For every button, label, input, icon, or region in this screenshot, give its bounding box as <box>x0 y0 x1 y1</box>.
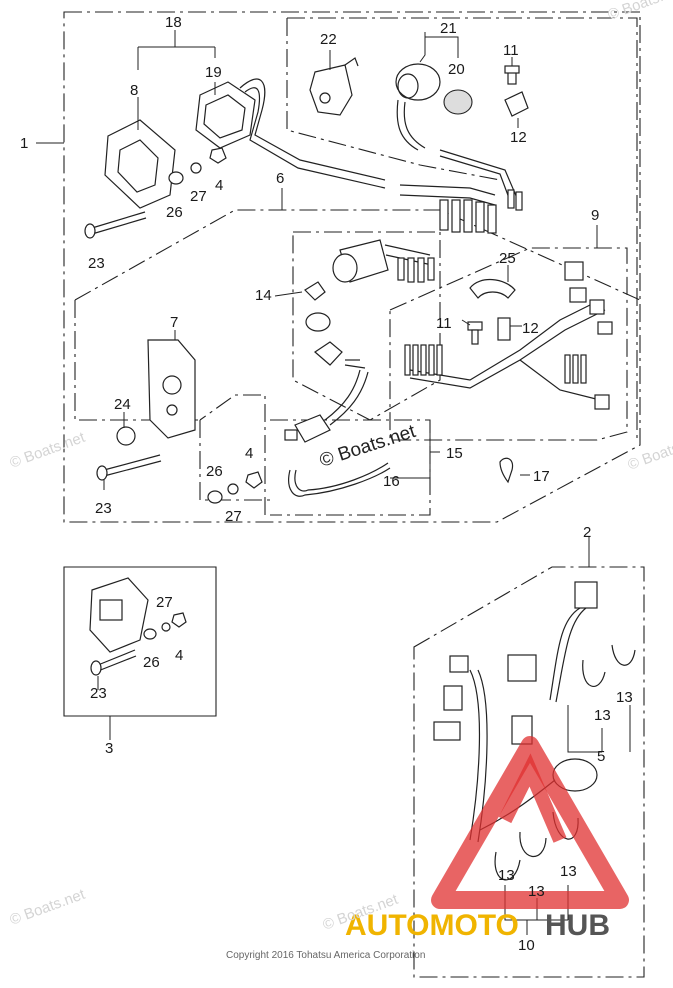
automotohub-logo: AUTOMOTO HUB <box>345 736 629 942</box>
callout-11-top: 11 <box>503 42 519 59</box>
clip-13-a <box>582 659 606 687</box>
nut-4-bottom <box>171 612 187 628</box>
callout-24: 24 <box>114 396 131 413</box>
nut-4-top <box>209 147 227 164</box>
callout-26-top: 26 <box>166 204 183 221</box>
callout-25: 25 <box>499 250 516 267</box>
copyright-text: Copyright 2016 Tohatsu America Corporati… <box>226 950 425 961</box>
watermark-top-right: © Boats.net <box>606 0 673 24</box>
callout-19: 19 <box>205 64 222 81</box>
switch-harness <box>399 184 497 234</box>
watermark-left-mid: © Boats.net <box>8 429 88 472</box>
clip-13-b <box>611 644 636 666</box>
callout-12-top: 12 <box>510 129 527 146</box>
watermark-main: © Boats.net <box>317 421 419 472</box>
plate-7 <box>147 339 196 439</box>
callout-27-bottom: 27 <box>156 594 173 611</box>
callout-23-top: 23 <box>88 255 105 272</box>
callout-4-mid: 4 <box>245 445 253 462</box>
callout-9: 9 <box>591 207 599 224</box>
washer-27-bottom <box>161 622 171 632</box>
screw-11-mid <box>467 321 483 345</box>
callout-10: 10 <box>518 937 535 954</box>
clamp-25 <box>469 279 516 299</box>
watermark-right-mid: © Boats.net <box>626 431 673 474</box>
subassembly-frame-9 <box>389 247 628 441</box>
washer-26-bottom <box>143 628 157 640</box>
bracket-22 <box>309 57 359 116</box>
callout-8: 8 <box>130 82 138 99</box>
assembly-frame-1 <box>63 11 641 523</box>
callout-16: 16 <box>383 473 400 490</box>
callout-26-bottom: 26 <box>143 654 160 671</box>
callout-4-bottom: 4 <box>175 647 183 664</box>
washer-27-top <box>190 162 202 174</box>
callout-13-d: 13 <box>528 883 545 900</box>
buzzer-21 <box>395 63 523 211</box>
callout-15: 15 <box>446 445 463 462</box>
harness-9 <box>404 261 613 410</box>
clip-13-c <box>494 851 521 881</box>
callout-13-c: 13 <box>498 867 515 884</box>
callout-1: 1 <box>20 135 28 152</box>
callout-labels: 1 2 3 4 4 4 5 6 7 8 9 10 11 11 12 12 13 … <box>20 14 633 954</box>
clip-13-d <box>519 831 547 857</box>
watermark-left-bottom: © Boats.net <box>8 886 88 929</box>
callout-14: 14 <box>255 287 272 304</box>
washer-27-mid <box>227 483 239 495</box>
callout-7: 7 <box>170 314 178 331</box>
nut-4-mid <box>245 471 263 489</box>
callout-18: 18 <box>165 14 182 31</box>
callout-20: 20 <box>448 61 465 78</box>
stop-switch-15 <box>284 369 369 443</box>
callout-27-mid: 27 <box>225 508 242 525</box>
callout-2: 2 <box>583 524 591 541</box>
subassembly-frame-15 <box>270 419 431 516</box>
assembly-frame-3 <box>63 566 217 717</box>
callout-22: 22 <box>320 31 337 48</box>
washer-26-mid <box>207 490 223 504</box>
callout-23-mid: 23 <box>95 500 112 517</box>
washer-26-top <box>168 171 184 185</box>
lanyard-16 <box>288 462 391 497</box>
logo-text-hub: HUB <box>545 909 610 942</box>
logo-text-automoto: AUTOMOTO <box>345 909 519 942</box>
screw-23-mid <box>96 454 162 481</box>
nut-24 <box>116 426 136 446</box>
key-switch-14 <box>304 239 435 369</box>
callout-6: 6 <box>276 170 284 187</box>
screw-23-top <box>84 211 147 239</box>
screw-23-bottom <box>90 649 137 676</box>
connector-12-top <box>504 91 529 117</box>
screw-11-top <box>504 65 520 85</box>
callout-13-b: 13 <box>616 689 633 706</box>
callout-4-top: 4 <box>215 177 223 194</box>
switch-19 <box>195 78 386 189</box>
callout-11-mid: 11 <box>436 315 452 332</box>
switch-panel-3 <box>89 577 149 653</box>
assembly-frame-2 <box>413 566 645 978</box>
callout-26-mid: 26 <box>206 463 223 480</box>
callout-21: 21 <box>440 20 457 37</box>
callout-13-a: 13 <box>594 707 611 724</box>
connector-12-mid <box>497 317 511 341</box>
callout-27-top: 27 <box>190 188 207 205</box>
callout-23-bottom: 23 <box>90 685 107 702</box>
subassembly-frame-6 <box>292 231 441 421</box>
callout-13-e: 13 <box>560 863 577 880</box>
cap-20 <box>443 89 473 115</box>
callout-5: 5 <box>597 748 605 765</box>
callout-3: 3 <box>105 740 113 757</box>
callout-17: 17 <box>533 468 550 485</box>
callout-12-mid: 12 <box>522 320 539 337</box>
gasket-plate-8 <box>104 119 176 209</box>
clip-17 <box>499 457 514 484</box>
